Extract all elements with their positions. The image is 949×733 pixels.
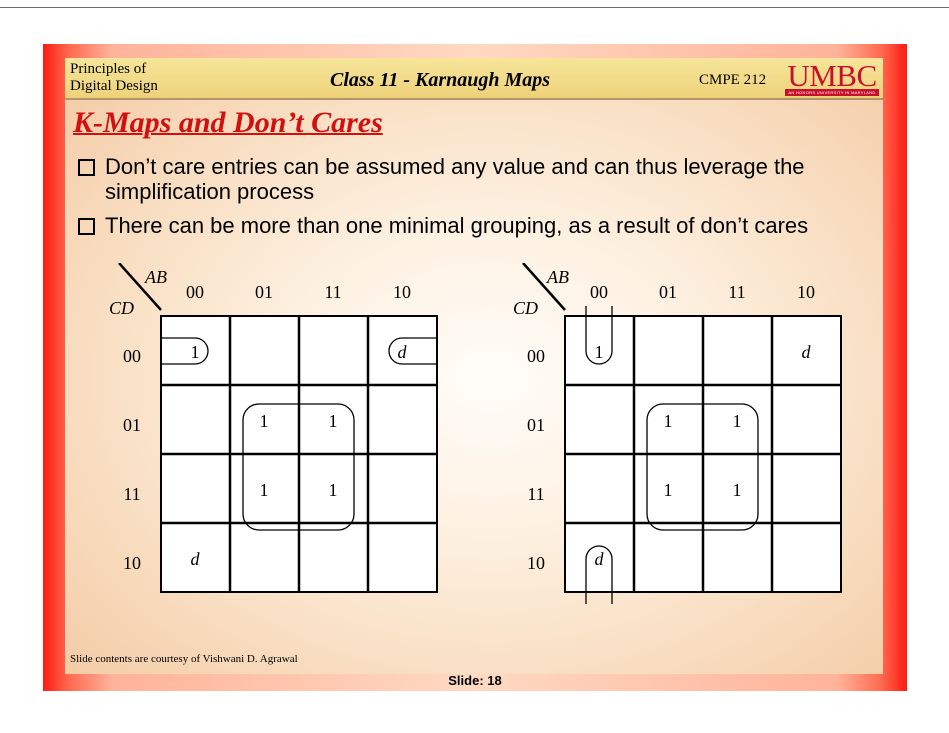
row-label: 10	[527, 553, 545, 573]
course-name: Principles of Digital Design	[70, 61, 158, 95]
class-title: Class 11 - Karnaugh Maps	[330, 69, 551, 91]
column-label: 01	[255, 282, 273, 302]
slide: Principles of Digital Design Class 11 - …	[43, 44, 907, 691]
bullet-list: Don’t care entries can be assumed any va…	[75, 154, 875, 247]
logo-tagline: AN HONORS UNIVERSITY IN MARYLAND	[785, 89, 879, 96]
bullet-text: Don’t care entries can be assumed any va…	[105, 154, 805, 204]
kmap-cell: 1	[260, 411, 269, 431]
kmap-right: AB CD 00 01 11 10 00 01 11 10	[513, 263, 842, 604]
kmap-cell: d	[595, 549, 605, 569]
row-label: 01	[527, 415, 545, 435]
column-label: 01	[659, 282, 677, 302]
group-loop-wrap-bottom	[585, 545, 613, 604]
row-labels: 00 01 11 10	[527, 346, 545, 573]
bullet-text: There can be more than one minimal group…	[105, 213, 809, 238]
group-loop-wrap-top	[585, 306, 613, 365]
corner-diagonal	[118, 263, 162, 311]
column-labels: 00 01 11 10	[186, 282, 411, 302]
row-label: 00	[123, 346, 141, 366]
bullet-item: There can be more than one minimal group…	[75, 213, 875, 238]
group-loop-center	[646, 403, 759, 531]
kmap-grid	[564, 315, 842, 593]
row-labels: 00 01 11 10	[123, 346, 141, 573]
kmap-corner: AB CD	[109, 263, 167, 318]
umbc-logo: UMBC AN HONORS UNIVERSITY IN MARYLAND	[785, 58, 879, 97]
kmap-cell: 1	[733, 411, 742, 431]
kmap-grid	[160, 315, 438, 593]
row-label: 11	[527, 484, 544, 504]
kmap-cell: d	[398, 342, 408, 362]
slide-content: Principles of Digital Design Class 11 - …	[65, 58, 883, 674]
top-rule	[0, 7, 949, 8]
column-label: 00	[186, 282, 204, 302]
kmap-corner: AB CD	[513, 263, 569, 318]
corner-label-ab: AB	[144, 267, 167, 287]
row-label: 00	[527, 346, 545, 366]
grouping-loops	[161, 337, 437, 531]
corner-label-ab: AB	[546, 267, 569, 287]
course-code: CMPE 212	[699, 72, 767, 88]
cell-values: 1 d 1 1 1 1 d	[595, 342, 812, 569]
group-loop-corner-right	[388, 337, 437, 365]
kmap-cell: 1	[329, 411, 338, 431]
kmap-cell: 1	[329, 480, 338, 500]
grouping-loops	[585, 306, 759, 604]
kmap-cell: d	[802, 342, 812, 362]
column-label: 10	[797, 282, 815, 302]
kmap-cell: d	[191, 549, 201, 569]
corner-label-cd: CD	[513, 298, 538, 318]
corner-label-cd: CD	[109, 298, 134, 318]
bullet-item: Don’t care entries can be assumed any va…	[75, 154, 875, 204]
row-label: 10	[123, 553, 141, 573]
course-name-line-2: Digital Design	[70, 78, 158, 94]
course-name-line-1: Principles of	[70, 61, 147, 77]
group-loop-center	[242, 403, 355, 531]
column-label: 11	[728, 282, 745, 302]
cell-values: 1 d 1 1 1 1 d	[191, 342, 408, 569]
slide-title: K-Maps and Don’t Cares	[73, 106, 383, 139]
row-label: 01	[123, 415, 141, 435]
kmap-cell: 1	[595, 342, 604, 362]
kmap-cell: 1	[733, 480, 742, 500]
footer-credit: Slide contents are courtesy of Vishwani …	[70, 653, 298, 665]
kmap-left: AB CD 00 01 11 10 00 01 11 10	[109, 263, 438, 593]
corner-diagonal	[522, 263, 566, 311]
row-label: 11	[123, 484, 140, 504]
slide-number: Slide: 18	[448, 673, 502, 688]
slide-header: Principles of Digital Design Class 11 - …	[65, 58, 883, 100]
logo-text: UMBC	[787, 58, 877, 93]
checkbox-bullet-icon	[78, 159, 95, 176]
column-labels: 00 01 11 10	[590, 282, 815, 302]
checkbox-bullet-icon	[78, 218, 95, 235]
kmap-cell: 1	[260, 480, 269, 500]
kmap-cell: 1	[664, 480, 673, 500]
column-label: 00	[590, 282, 608, 302]
column-label: 11	[324, 282, 341, 302]
group-loop-corner-left	[161, 337, 209, 365]
kmap-cell: 1	[664, 411, 673, 431]
kmap-cell: 1	[191, 342, 200, 362]
column-label: 10	[393, 282, 411, 302]
